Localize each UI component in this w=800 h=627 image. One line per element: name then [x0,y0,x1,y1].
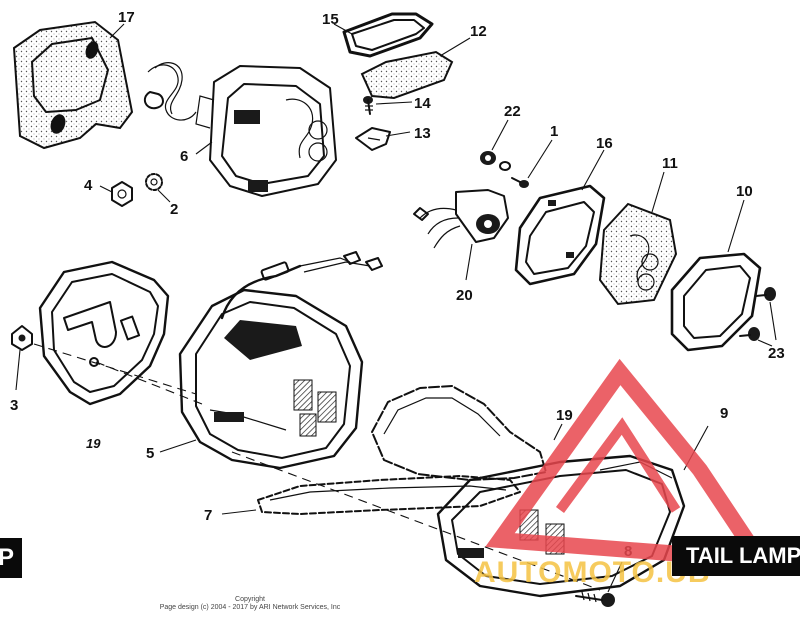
part-1-screw [511,177,529,188]
part-8-screw [575,591,615,607]
watermark-text: AUTOMOTO.UB [474,556,711,589]
label-14: 14 [414,95,431,112]
label-7: 7 [204,507,212,524]
part-15-lens-gasket [342,12,434,58]
wire-leads [220,251,383,320]
part-4-nut [111,181,133,207]
label-5: 5 [146,445,154,462]
part-7-gasket [257,475,521,515]
part-16-bezel [514,184,606,286]
label-19-left: 19 [86,436,101,451]
part-19-gasket [371,385,547,481]
label-20: 20 [456,287,473,304]
label-6: 6 [180,148,188,165]
part-3-nut [11,325,33,351]
label-1: 1 [550,123,558,140]
label-9: 9 [720,405,728,422]
label-11: 11 [662,155,678,172]
label-10: 10 [736,183,753,200]
label-22: 22 [504,103,521,120]
label-2: 2 [170,201,178,218]
label-23: 23 [768,345,785,362]
part-11-lens [598,202,678,306]
part-22-grommet [480,151,511,171]
label-12: 12 [470,23,487,40]
label-4: 4 [84,177,93,194]
page-banner-left: P [0,538,22,578]
part-2-lock-washer [145,173,163,191]
page-design-credit: Page design (c) 2004 - 2017 by ARI Netwo… [159,604,341,611]
part-5-lamp-housing [178,288,364,470]
part-19-mounting-plate [38,260,170,406]
part-10-bezel-ring [670,252,762,352]
label-19-right: 19 [556,407,573,424]
part-14-screw [363,96,373,115]
part-23-screws [739,287,776,341]
label-13: 13 [414,125,431,142]
part-12-lens [360,50,454,100]
label-17: 17 [118,9,135,26]
label-16: 16 [596,135,613,152]
part-6-lamp-housing [143,62,337,197]
label-3: 3 [10,397,18,414]
part-20-socket-bracket [413,189,509,249]
part-13-clip [355,127,391,151]
label-15: 15 [322,11,339,28]
page-banner-tail-lamp: TAIL LAMP [672,536,800,576]
part-17-gasket [12,20,134,150]
copyright-line: Copyright [235,596,265,603]
